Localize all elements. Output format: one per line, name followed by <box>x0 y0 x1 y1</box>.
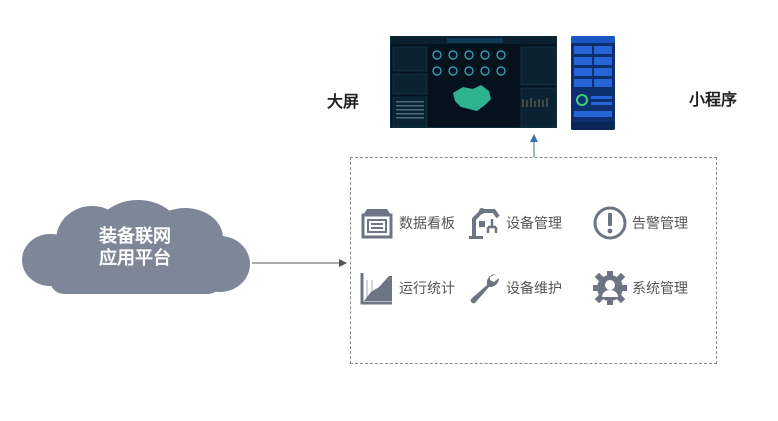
platform-label-line1: 装备联网 <box>99 226 171 247</box>
wrench-icon <box>470 273 500 304</box>
module-dashboard: 数据看板 <box>359 205 455 241</box>
module-label: 数据看板 <box>399 216 455 232</box>
mini-program-label: 小程序 <box>689 90 738 109</box>
module-label: 设备管理 <box>506 216 562 232</box>
module-label: 系统管理 <box>632 281 688 297</box>
platform-label: 装备联网 应用平台 <box>80 226 190 270</box>
module-operation-stats: 运行统计 <box>359 270 455 306</box>
robot-arm-icon <box>469 208 500 239</box>
module-label: 运行统计 <box>399 281 455 297</box>
module-label: 设备维护 <box>506 281 562 297</box>
module-device-maintenance: 设备维护 <box>466 270 562 306</box>
big-screen-label: 大屏 <box>327 92 360 111</box>
gear-user-icon <box>593 271 627 305</box>
mobile-screenshot-image <box>571 36 615 130</box>
big-screen-thumbnail <box>390 36 557 128</box>
platform-label-line2: 应用平台 <box>99 248 171 269</box>
module-system-management: 系统管理 <box>592 270 688 306</box>
alert-icon <box>593 206 627 240</box>
module-label: 告警管理 <box>632 216 688 232</box>
module-alert-management: 告警管理 <box>592 205 688 241</box>
module-box <box>350 157 717 364</box>
cloud-shape <box>22 200 250 294</box>
chart-icon <box>360 273 392 305</box>
mini-program-thumbnail <box>571 36 615 130</box>
dashboard-icon <box>361 209 393 239</box>
module-device-management: 设备管理 <box>466 205 562 241</box>
dashboard-screenshot-image <box>391 37 556 127</box>
